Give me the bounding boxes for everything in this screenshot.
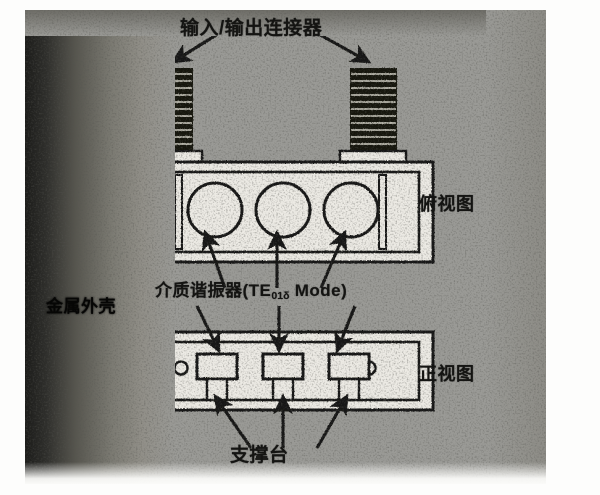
front-view-assembly [113, 330, 435, 412]
resonator-disc-3 [322, 181, 380, 239]
top-view-assembly [113, 68, 435, 264]
label-front-view: 正视图 [419, 364, 475, 384]
label-resonator-subscript: 01δ [271, 289, 290, 302]
arrow-housing-top [85, 266, 115, 296]
label-resonator-suffix: Mode) [289, 281, 348, 300]
label-support: 支撑台 [230, 445, 289, 466]
diagram-artwork [85, 30, 435, 449]
support-post-3 [337, 377, 361, 402]
label-resonator-prefix: 介质谐振器(TE [155, 281, 272, 300]
label-resonator: 介质谐振器(TE01δ Mode) [155, 276, 347, 302]
label-housing: 金属外壳 [46, 297, 116, 316]
scanned-figure-plate: 输入/输出连接器 介质谐振器(TE01δ Mode) 金属外壳 支撑台 俯视图 … [25, 10, 546, 484]
feed-pin-left [173, 360, 189, 376]
output-connector-top [338, 68, 408, 166]
input-connector-top [134, 68, 204, 166]
coupling-slot-left [174, 174, 183, 250]
label-top-view: 俯视图 [419, 194, 475, 214]
resonator-disc-1 [186, 181, 244, 239]
label-connector: 输入/输出连接器 [180, 18, 323, 39]
arrow-connector-right [314, 30, 372, 64]
coupling-slot-right [378, 174, 387, 250]
resonator-disc-2 [254, 181, 312, 239]
